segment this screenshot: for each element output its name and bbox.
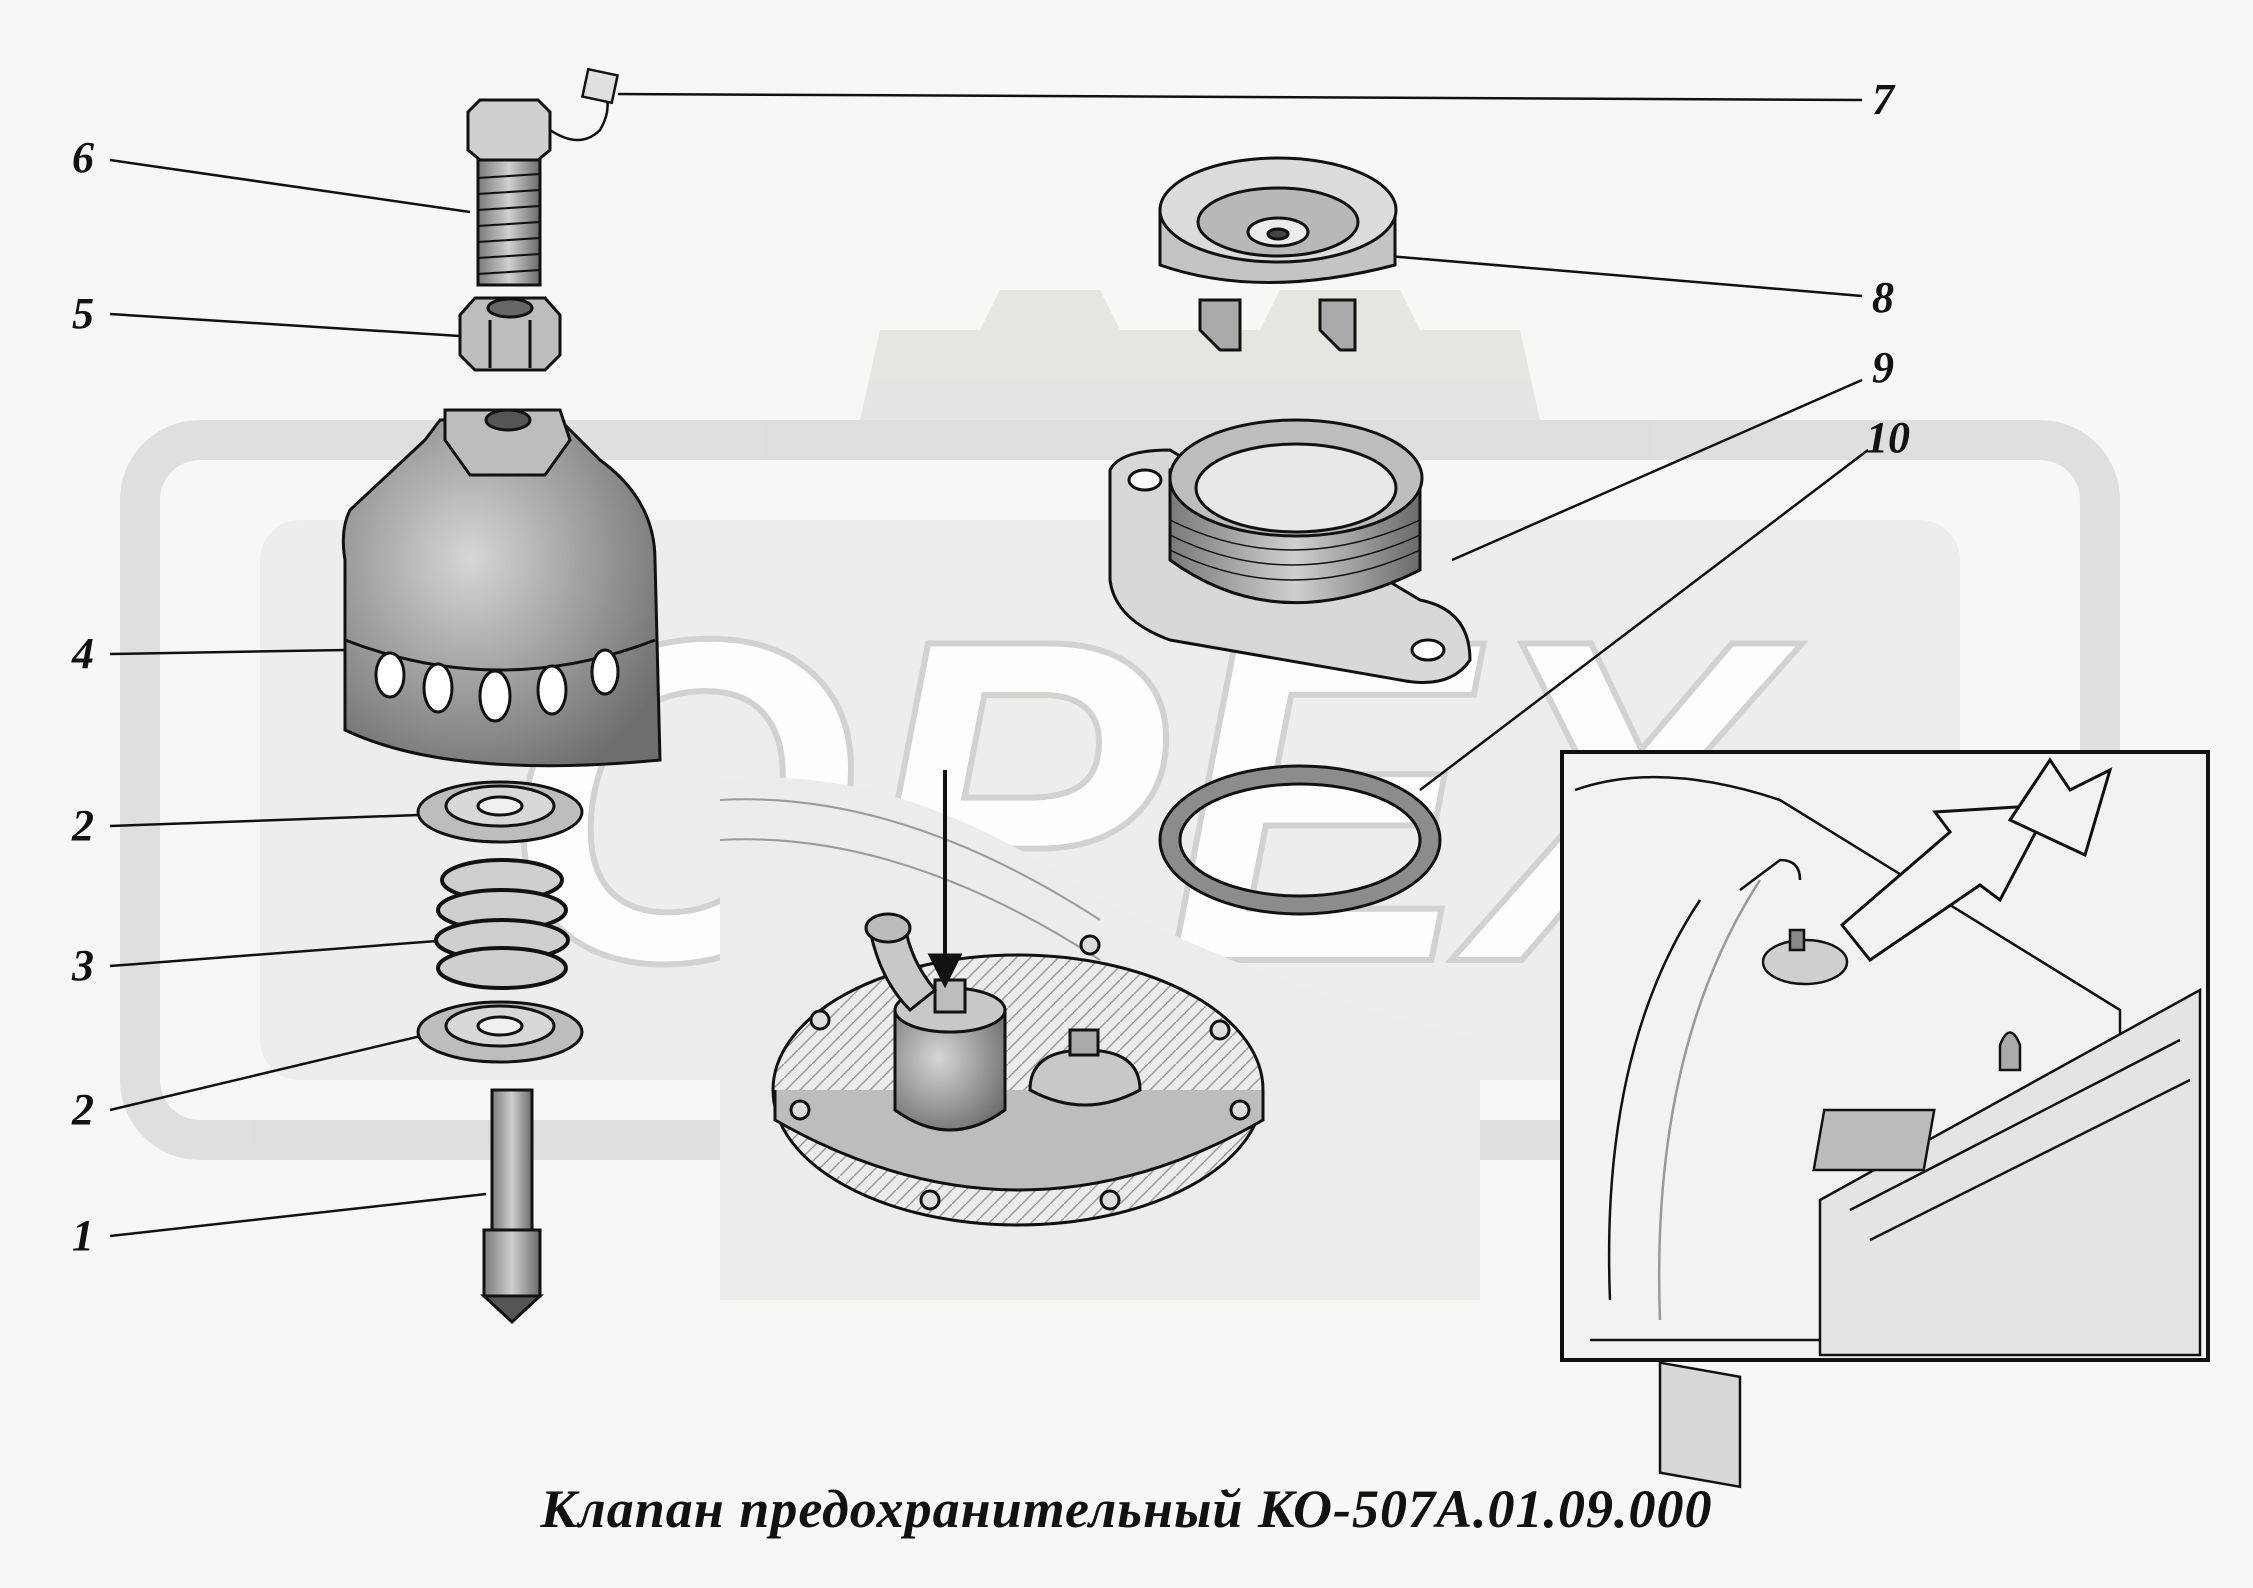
part-4-cap xyxy=(341,408,662,768)
part-10-gasket xyxy=(1158,764,1442,916)
callout-5: 5 xyxy=(72,289,94,338)
leader-lines xyxy=(109,92,1869,1238)
part-9-flange xyxy=(1108,418,1472,684)
callout-3: 3 xyxy=(71,941,94,990)
part-6-bolt xyxy=(466,98,552,287)
callout-7: 7 xyxy=(1872,75,1896,124)
diagram-caption: Клапан предохранительный КО-507А.01.09.0… xyxy=(540,1479,1713,1539)
part-8-cover xyxy=(1158,156,1398,352)
callout-4: 4 xyxy=(71,629,94,678)
callout-labels: 6 5 4 2 3 2 1 7 8 9 10 xyxy=(71,75,1910,1260)
callout-2-lower: 2 xyxy=(71,1085,94,1134)
callout-1: 1 xyxy=(72,1211,94,1260)
callout-8: 8 xyxy=(1872,273,1894,322)
callout-10: 10 xyxy=(1866,413,1910,462)
part-3-spring xyxy=(434,858,570,990)
part-1-pin xyxy=(480,1088,544,1325)
part-5-nut xyxy=(458,296,562,372)
callout-6: 6 xyxy=(72,133,94,182)
callout-2-upper: 2 xyxy=(71,801,94,850)
assembly-plate-view xyxy=(719,770,1480,1300)
callout-9: 9 xyxy=(1872,343,1894,392)
part-2-washer-lower xyxy=(416,1000,584,1064)
part-7-seal xyxy=(549,67,620,142)
part-2-washer-upper xyxy=(416,780,584,844)
inset-tank-view xyxy=(1560,750,2210,1489)
